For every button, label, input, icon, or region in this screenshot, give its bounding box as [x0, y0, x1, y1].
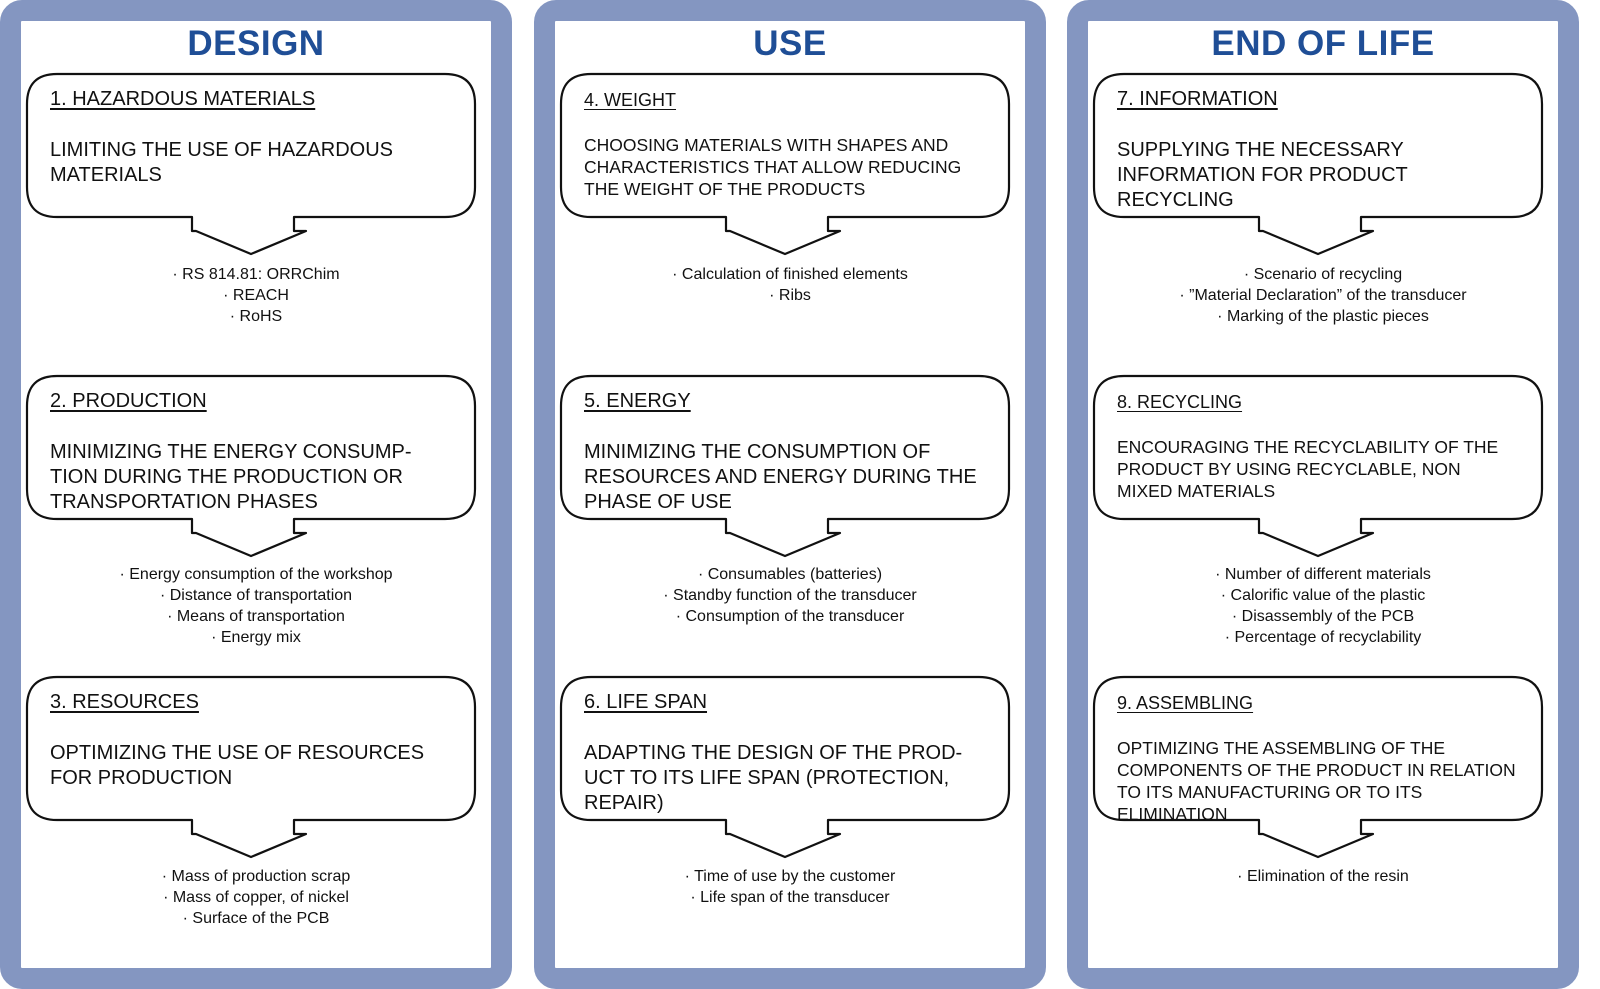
indicator-item: · Calculation of finished elements	[672, 266, 908, 283]
indicator-item: · RS 814.81: ORRChim	[172, 266, 340, 283]
criterion-card: 9. ASSEMBLING OPTIMIZING THE ASSEMBLING O…	[1092, 675, 1552, 859]
indicator-item: · Consumption of the transducer	[675, 608, 905, 625]
criterion-card: 1. HAZARDOUS MATERIALS LIMITING THE USE O…	[25, 72, 485, 256]
indicator-item: · Distance of transportation	[159, 587, 353, 604]
card-heading: 8. RECYCLING	[1117, 392, 1243, 412]
card-outline-with-arrow	[25, 675, 477, 859]
indicator-list: · Mass of production scrap · Mass of copp…	[27, 866, 485, 929]
card-description: CHOOSING MATERIALS WITH SHAPES AND CHARA…	[584, 135, 962, 199]
card-heading: 7. INFORMATION	[1117, 88, 1278, 110]
indicator-item: · REACH	[223, 287, 289, 304]
indicator-item: · RoHS	[229, 308, 283, 325]
card-outline-with-arrow	[559, 374, 1011, 558]
card-heading: 5. ENERGY	[584, 390, 691, 412]
criterion-card: 6. LIFE SPAN ADAPTING THE DESIGN OF THE P…	[559, 675, 1019, 859]
indicator-item: · Energy mix	[211, 629, 301, 646]
card-outline-with-arrow	[559, 675, 1011, 859]
card-heading: 1. HAZARDOUS MATERIALS	[50, 88, 316, 110]
card-description: LIMITING THE USE OF HAZARDOUS MATERIALS	[50, 139, 393, 186]
indicator-item: · Mass of copper, of nickel	[163, 889, 349, 906]
indicator-item: · Calorific value of the plastic	[1220, 587, 1426, 604]
column-design: DESIGN 1. HAZARDOUS MATERIALS LIMITING THE…	[0, 0, 512, 989]
indicator-list: · Time of use by the customer · Life span…	[561, 866, 1019, 908]
criterion-card: 4. WEIGHT CHOOSING MATERIALS WITH SHAPES …	[559, 72, 1019, 256]
column-title: DESIGN	[187, 24, 325, 63]
column-title: END OF LIFE	[1211, 24, 1435, 63]
card-outline-with-arrow	[25, 72, 477, 256]
criterion-card: 5. ENERGY MINIMIZING THE CONSUMPTION OF R…	[559, 374, 1019, 558]
card-outline-with-arrow	[1092, 675, 1544, 859]
card-description: OPTIMIZING THE ASSEMBLING OF THE COMPONE…	[1117, 738, 1516, 824]
card-description: ADAPTING THE DESIGN OF THE PROD- UCT TO …	[584, 742, 963, 814]
card-outline-with-arrow	[25, 374, 477, 558]
indicator-item: · ”Material Declaration” of the transduc…	[1179, 287, 1467, 304]
card-description: ENCOURAGING THE RECYCLABILITY OF THE PRO…	[1117, 437, 1499, 501]
indicator-item: · Standby function of the transducer	[663, 587, 917, 604]
card-description: MINIMIZING THE ENERGY CONSUMP- TION DURI…	[50, 441, 412, 513]
column-end-of-life: END OF LIFE 7. INFORMATION SUPPLYING THE N…	[1067, 0, 1579, 989]
indicator-item: · Ribs	[769, 287, 811, 304]
indicator-list: · Elimination of the resin	[1094, 866, 1552, 887]
indicator-item: · Marking of the plastic pieces	[1217, 308, 1429, 325]
indicator-item: · Percentage of recyclability	[1224, 629, 1422, 646]
indicator-item: · Time of use by the customer	[684, 868, 896, 885]
indicator-list: · Consumables (batteries) · Standby funct…	[561, 564, 1019, 627]
card-description: MINIMIZING THE CONSUMPTION OF RESOURCES …	[584, 441, 977, 513]
indicator-list: · Scenario of recycling · ”Material Decla…	[1094, 264, 1552, 327]
indicator-item: · Number of different materials	[1215, 566, 1431, 583]
card-heading: 9. ASSEMBLING	[1117, 693, 1254, 713]
indicator-item: · Energy consumption of the workshop	[119, 566, 393, 583]
indicator-list: · Calculation of finished elements · Ribs	[561, 264, 1019, 306]
indicator-list: · Energy consumption of the workshop · Di…	[27, 564, 485, 648]
indicator-list: · Number of different materials · Calorif…	[1094, 564, 1552, 648]
card-description: SUPPLYING THE NECESSARY INFORMATION FOR …	[1117, 139, 1408, 211]
criterion-card: 3. RESOURCES OPTIMIZING THE USE OF RESOUR…	[25, 675, 485, 859]
indicator-item: · Elimination of the resin	[1237, 868, 1409, 885]
criterion-card: 8. RECYCLING ENCOURAGING THE RECYCLABILIT…	[1092, 374, 1552, 558]
indicator-list: · RS 814.81: ORRChim · REACH · RoHS	[27, 264, 485, 327]
card-outline-with-arrow	[1092, 72, 1544, 256]
card-heading: 2. PRODUCTION	[50, 390, 207, 412]
indicator-item: · Disassembly of the PCB	[1231, 608, 1415, 625]
card-outline-with-arrow	[559, 72, 1011, 256]
criterion-card: 7. INFORMATION SUPPLYING THE NECESSARY IN…	[1092, 72, 1552, 256]
indicator-item: · Surface of the PCB	[182, 910, 330, 927]
indicator-item: · Mass of production scrap	[161, 868, 351, 885]
card-heading: 6. LIFE SPAN	[584, 691, 708, 713]
card-heading: 3. RESOURCES	[50, 691, 199, 713]
column-use: USE 4. WEIGHT CHOOSING MATERIALS WITH SHAP…	[534, 0, 1046, 989]
card-heading: 4. WEIGHT	[584, 90, 677, 110]
indicator-item: · Scenario of recycling	[1243, 266, 1403, 283]
card-outline-with-arrow	[1092, 374, 1544, 558]
criterion-card: 2. PRODUCTION MINIMIZING THE ENERGY CONSU…	[25, 374, 485, 558]
indicator-item: · Life span of the transducer	[690, 889, 890, 906]
card-description: OPTIMIZING THE USE OF RESOURCES FOR PROD…	[50, 742, 425, 789]
indicator-item: · Means of transportation	[167, 608, 345, 625]
column-title: USE	[753, 24, 827, 63]
indicator-item: · Consumables (batteries)	[697, 566, 883, 583]
